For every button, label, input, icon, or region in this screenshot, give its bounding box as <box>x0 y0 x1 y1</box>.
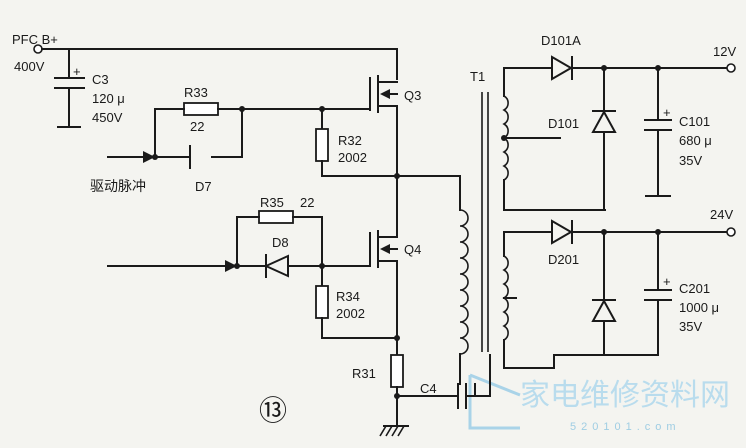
secondary-winding-12v <box>502 67 606 211</box>
svg-text:+: + <box>73 64 81 79</box>
pfc-terminal <box>33 44 43 54</box>
svg-text:22: 22 <box>190 119 204 134</box>
svg-text:D8: D8 <box>272 235 289 250</box>
resistor-r33: R33 22 <box>183 85 219 134</box>
watermark-text: 家电维修资料网 <box>520 378 730 413</box>
diode-d201: D201 <box>548 219 579 267</box>
resistor-r31: R31 <box>352 354 404 388</box>
svg-text:D201: D201 <box>548 252 579 267</box>
c3-name: C3 <box>92 72 109 87</box>
svg-text:24V: 24V <box>710 207 733 222</box>
capacitor-c201: + C201 1000 μ 35V <box>644 231 719 356</box>
drive-pulse-input-2 <box>107 260 237 272</box>
diode-d201b <box>591 231 617 356</box>
diode-d7: D7 <box>189 145 212 194</box>
svg-text:R35: R35 <box>260 195 284 210</box>
figure-number: ⑬ <box>259 394 287 427</box>
secondary-winding-24v <box>502 231 659 369</box>
svg-text:T1: T1 <box>470 69 485 84</box>
ground-symbol <box>379 425 409 437</box>
pfc-input: PFC B+ 400V <box>12 32 58 74</box>
mosfet-q4: Q4 <box>369 230 421 268</box>
pfc-label: PFC B+ <box>12 32 58 47</box>
output-12v: 12V <box>713 44 736 73</box>
svg-text:R33: R33 <box>184 85 208 100</box>
svg-text:D101A: D101A <box>541 33 581 48</box>
capacitor-c101: + C101 680 μ 35V <box>644 67 712 197</box>
svg-text:2002: 2002 <box>338 150 367 165</box>
output-24v: 24V <box>710 207 736 237</box>
svg-text:R32: R32 <box>338 133 362 148</box>
transformer-t1: T1 <box>459 69 491 397</box>
svg-text:C201: C201 <box>679 281 710 296</box>
capacitor-c4: C4 <box>396 381 467 409</box>
diode-d101a: D101A <box>541 33 581 81</box>
diode-d101: D101 <box>548 67 617 211</box>
svg-text:2002: 2002 <box>336 306 365 321</box>
svg-text:12V: 12V <box>713 44 736 59</box>
c3-voltage: 450V <box>92 110 123 125</box>
diode-d8: D8 <box>263 235 289 278</box>
resistor-r34: R34 2002 <box>315 265 398 339</box>
svg-text:R34: R34 <box>336 289 360 304</box>
svg-text:+: + <box>663 105 671 120</box>
c3-value: 120 μ <box>92 91 125 106</box>
svg-text:+: + <box>663 274 671 289</box>
q4-label: Q4 <box>404 242 421 257</box>
watermark: 家电维修资料网 520101.com <box>468 373 730 433</box>
svg-text:D101: D101 <box>548 116 579 131</box>
svg-text:R31: R31 <box>352 366 376 381</box>
svg-text:D7: D7 <box>195 179 212 194</box>
q3-label: Q3 <box>404 88 421 103</box>
capacitor-c3: + C3 120 μ 450V <box>54 64 125 128</box>
svg-text:1000 μ: 1000 μ <box>679 300 719 315</box>
svg-text:35V: 35V <box>679 319 702 334</box>
mosfet-q3: Q3 <box>369 75 421 177</box>
svg-text:680 μ: 680 μ <box>679 133 712 148</box>
svg-text:22: 22 <box>300 195 314 210</box>
resistor-r32: R32 2002 <box>315 108 367 177</box>
svg-text:C4: C4 <box>420 381 437 396</box>
pfc-voltage: 400V <box>14 59 45 74</box>
svg-text:C101: C101 <box>679 114 710 129</box>
drive-pulse-input: 驱动脉冲 <box>90 151 155 195</box>
resistor-r35: R35 22 <box>258 195 314 224</box>
watermark-site: 520101.com <box>570 421 681 433</box>
drive-label: 驱动脉冲 <box>90 179 146 195</box>
svg-text:35V: 35V <box>679 153 702 168</box>
